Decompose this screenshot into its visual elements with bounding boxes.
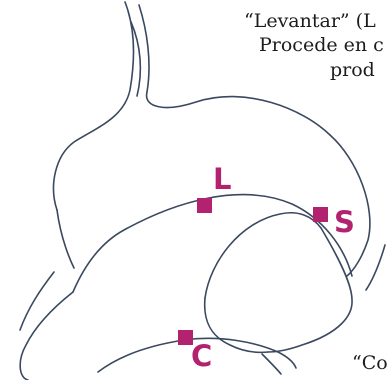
point-label-s: S xyxy=(334,208,355,237)
clove-lower-inner xyxy=(20,272,54,330)
point-marker-c xyxy=(178,330,193,345)
point-marker-l xyxy=(197,198,212,213)
caption-line-3: prod xyxy=(330,61,375,80)
clove-left-outline xyxy=(73,195,352,292)
right-edge-stroke xyxy=(366,245,385,290)
stem-outline-left xyxy=(54,2,134,210)
caption-line-1: “Levantar” (L xyxy=(244,12,376,31)
base-root-line xyxy=(262,354,281,374)
bulb-upper-outline xyxy=(57,210,74,268)
point-label-l: L xyxy=(213,165,231,194)
clove-center-left xyxy=(205,298,268,352)
caption-line-4: “Co xyxy=(352,354,388,373)
point-label-c: C xyxy=(191,342,212,371)
clove-lower-outline xyxy=(20,292,73,380)
caption-line-2: Procede en c xyxy=(259,36,384,55)
clove-center-top xyxy=(205,213,321,298)
point-marker-s xyxy=(313,207,328,222)
